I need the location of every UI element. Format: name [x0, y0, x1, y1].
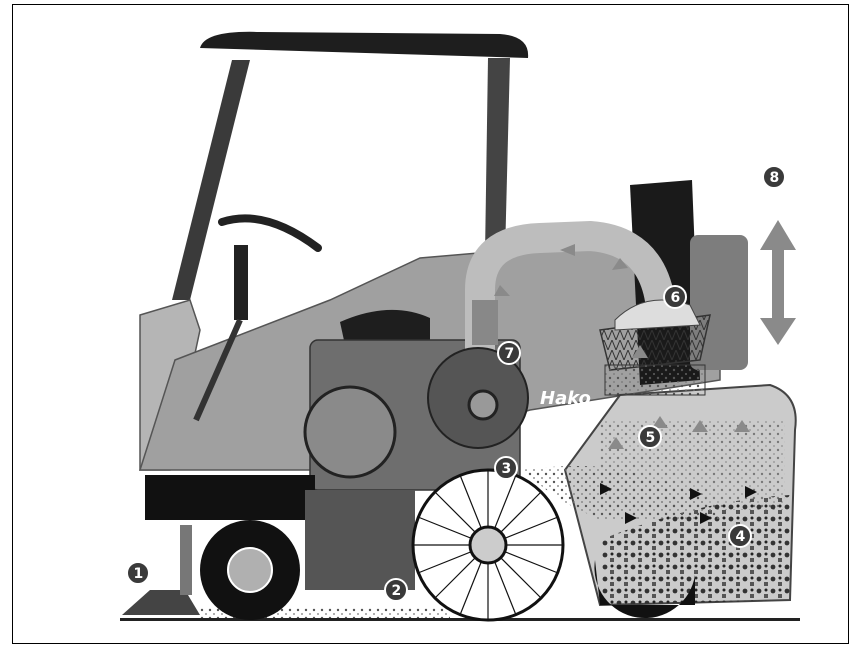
ground	[120, 618, 800, 621]
svg-text:7: 7	[505, 346, 515, 362]
main-broom-hub	[470, 527, 506, 563]
svg-text:3: 3	[502, 461, 512, 477]
svg-text:8: 8	[770, 170, 780, 186]
canopy-roof	[200, 32, 528, 58]
callout-4: 4	[729, 525, 751, 547]
body-lid	[305, 387, 395, 477]
callout-5: 5	[639, 426, 661, 448]
svg-text:4: 4	[736, 529, 746, 545]
hopper-lift-arrow	[760, 220, 796, 345]
callout-3: 3	[495, 457, 517, 479]
filter-chamber	[605, 365, 705, 395]
chassis-lower	[305, 490, 415, 590]
steering-column	[234, 245, 248, 320]
svg-text:5: 5	[646, 430, 656, 446]
svg-text:6: 6	[671, 290, 681, 306]
callout-6: 6	[664, 286, 686, 308]
callout-1: 1	[127, 562, 149, 584]
steering-wheel	[222, 218, 318, 248]
svg-text:1: 1	[134, 566, 144, 582]
fan-hub	[469, 391, 497, 419]
callout-7: 7	[498, 342, 520, 364]
brand-label: Hako	[540, 388, 591, 409]
callout-8: 8	[763, 166, 785, 188]
suction-duct-hose	[472, 300, 498, 345]
svg-text:2: 2	[392, 583, 402, 599]
front-wheel-hub	[228, 548, 272, 592]
chassis-bar	[145, 475, 315, 520]
side-brush-arm	[180, 525, 192, 595]
canopy-pillar-rear	[485, 58, 510, 255]
callout-2: 2	[385, 579, 407, 601]
